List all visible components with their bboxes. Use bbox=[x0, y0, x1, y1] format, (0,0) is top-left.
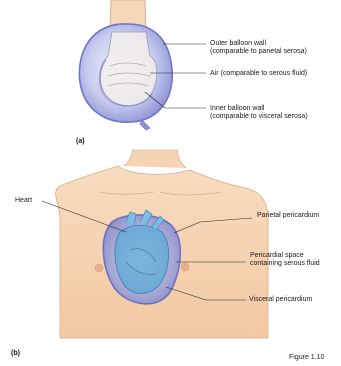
visceral-pericardium-label: Visceral pericardium bbox=[249, 296, 312, 304]
panel-a-label: (a) bbox=[76, 138, 85, 145]
pericardial-space-line2: containing serous fluid bbox=[250, 260, 320, 268]
outer-balloon-wall-line2: (comparable to parietal serosa) bbox=[210, 48, 307, 56]
pericardial-space-line1: Pericardial space bbox=[250, 252, 320, 260]
panel-b-label: (b) bbox=[11, 350, 20, 357]
parietal-pericardium-label: Parietal pericardium bbox=[257, 212, 319, 220]
heart-illustration bbox=[103, 210, 180, 304]
outer-balloon-wall-line1: Outer balloon wall bbox=[210, 40, 307, 48]
balloon-illustration bbox=[79, 0, 172, 130]
inner-balloon-wall-line2: (comparable to visceral serosa) bbox=[210, 113, 308, 121]
inner-balloon-wall-label: Inner balloon wall (comparable to viscer… bbox=[210, 105, 308, 121]
pericardial-space-label: Pericardial space containing serous flui… bbox=[250, 252, 320, 268]
outer-balloon-wall-label: Outer balloon wall (comparable to pariet… bbox=[210, 40, 307, 56]
inner-balloon-wall-line1: Inner balloon wall bbox=[210, 105, 308, 113]
heart-label: Heart bbox=[15, 197, 32, 205]
air-label: Air (comparable to serous fluid) bbox=[210, 70, 307, 78]
figure-number: Figure 1.10 bbox=[289, 354, 324, 361]
